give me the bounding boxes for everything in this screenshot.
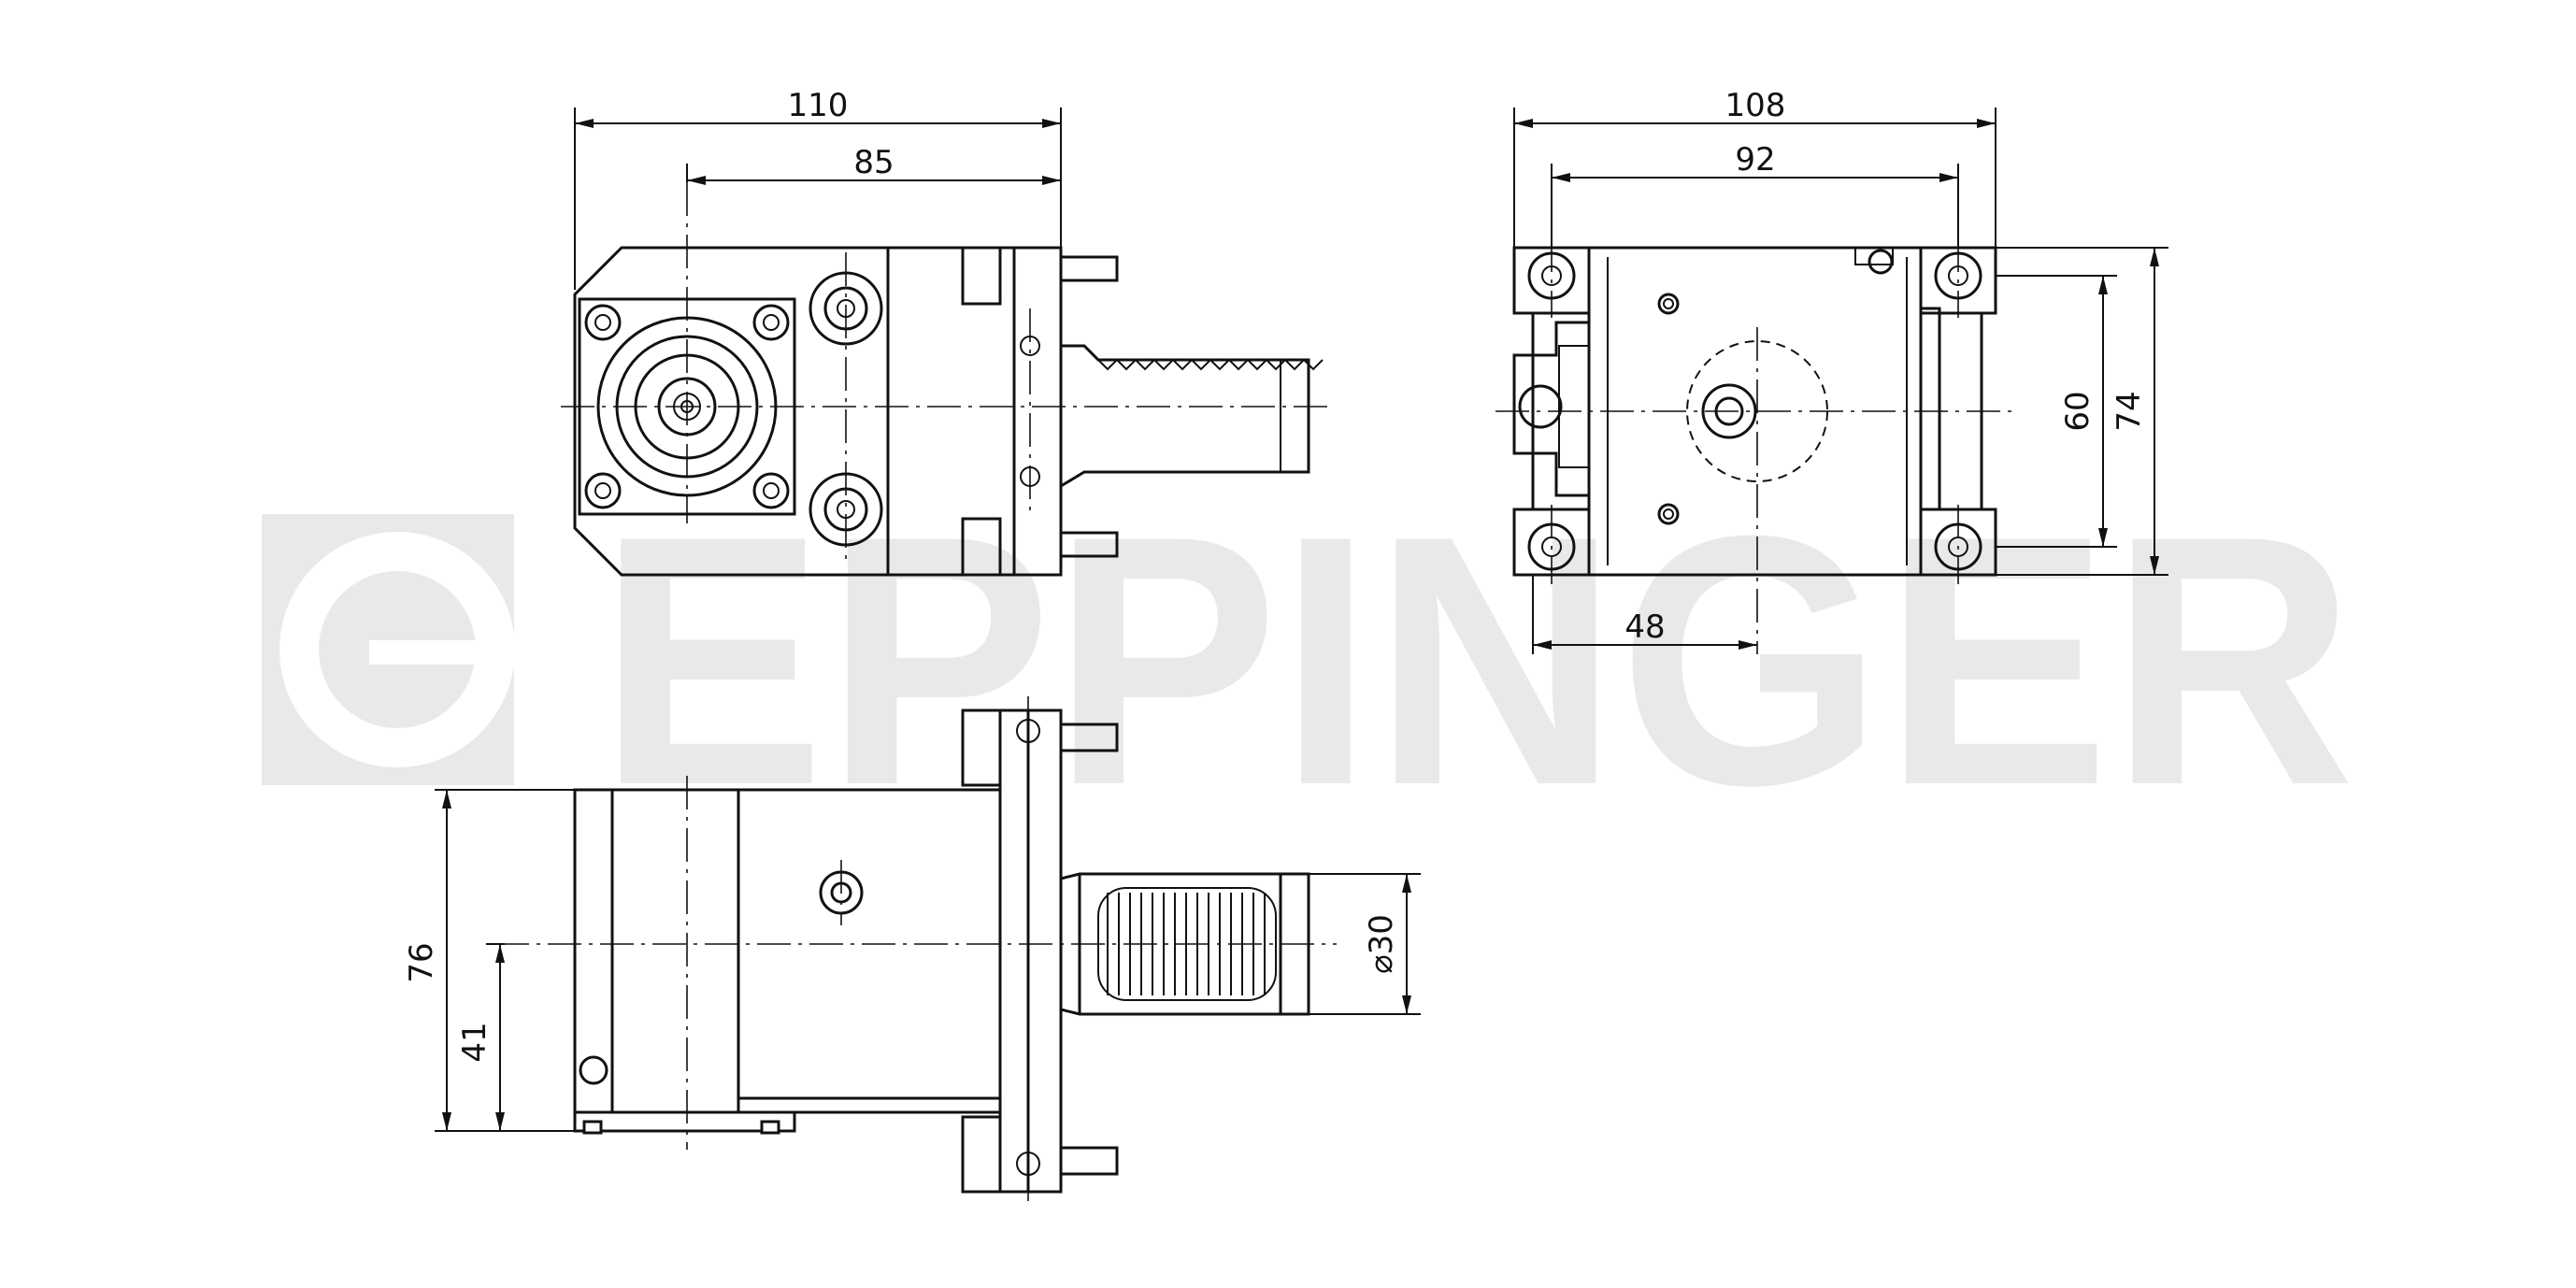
dimension-41: 41 [456,1022,494,1062]
watermark-logo-ring [279,532,515,767]
watermark-brand-text: EPPINGER [598,462,2355,859]
front-view-pin-top [1059,255,1119,282]
screw-icon [584,304,790,509]
front-view-pin-bottom [1059,531,1119,558]
bottom-view-pin-top [1059,723,1119,752]
dimension-108: 108 [1725,87,1786,124]
bottom-view-pin-bottom [1059,1146,1119,1176]
side-view-spindle-bore [1701,383,1757,439]
dimension-60: 60 [2059,391,2097,431]
eppinger-watermark: EPPINGER [262,462,2355,859]
bottom-view: 76 41 ⌀30 [403,696,1421,1201]
front-view: 110 85 [561,87,1327,577]
dimension-48: 48 [1624,608,1665,646]
dimension-92: 92 [1735,141,1775,179]
threaded-hole-icon [1657,293,1680,525]
dimension-85: 85 [853,144,894,181]
dimension-74: 74 [2111,391,2148,431]
dimension-76: 76 [403,942,440,982]
side-view-right-strip [1919,307,1941,511]
side-view-left-clamp [1512,321,1589,497]
dimension-diameter-30: ⌀30 [1363,914,1400,974]
screw-icon [579,870,864,1085]
watermark-logo-bar [369,640,491,665]
side-view: 108 92 60 74 48 [1496,87,2168,654]
front-view-shank [1060,344,1310,488]
dimension-110: 110 [788,87,849,124]
